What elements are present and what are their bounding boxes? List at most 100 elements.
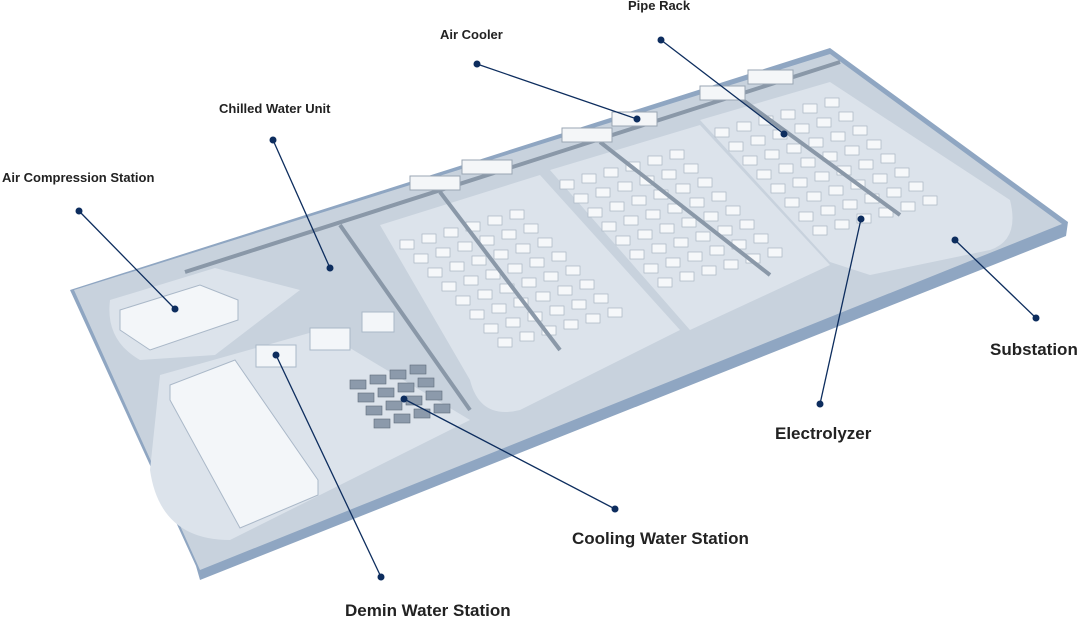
electrolyzer-unit [543,271,559,282]
electrolyzer-unit [844,145,860,156]
electrolyzer-unit [717,225,733,236]
electrolyzer-unit [427,267,443,278]
electrolyzer-unit [455,295,471,306]
electrolyzer-unit [647,155,663,166]
label-air-cooler: Air Cooler [440,27,503,42]
electrolyzer-unit [798,211,814,222]
electrolyzer-unit [497,337,513,348]
air-cooler-leader-line [476,63,638,120]
electrolyzer-units [399,97,938,348]
electrolyzer-unit [559,179,575,190]
electrolyzer-unit [479,235,495,246]
cooling-tower-cell [417,377,435,388]
electrolyzer-unit [549,305,565,316]
chilled-water-unit-target-dot [326,264,334,272]
electrolyzer-unit [784,197,800,208]
cooling-tower-cell [425,390,443,401]
electrolyzer-unit [756,169,772,180]
label-pipe-rack: Pipe Rack [628,0,691,13]
electrolyzer-unit [441,281,457,292]
electrolyzer-unit [487,215,503,226]
electrolyzer-unit [723,259,739,270]
electrolyzer-unit [900,201,916,212]
electrolyzer-unit [697,177,713,188]
electrolyzer-unit [493,249,509,260]
electrolyzer-unit [607,307,623,318]
label-cooling-water-station: Cooling Water Station [572,529,749,548]
electrolyzer-unit [645,209,661,220]
electrolyzer-unit [505,317,521,328]
electrolyzer-unit [609,201,625,212]
electrolyzer-unit [736,121,752,132]
electrolyzer-unit [659,223,675,234]
electrolyzer-unit [802,103,818,114]
cooling-water-units [349,364,451,429]
electrolyzer-unit [537,237,553,248]
demin-building-2 [309,327,351,351]
electrolyzer-unit [675,183,691,194]
demin-water-station-marker-dot [377,573,385,581]
electrolyzer-unit [519,331,535,342]
electrolyzer-unit [820,205,836,216]
electrolyzer-unit [681,217,697,228]
label-air-compression-station: Air Compression Station [2,170,155,185]
electrolyzer-unit [842,199,858,210]
electrolyzer-unit [665,257,681,268]
electrolyzer-unit [709,245,725,256]
electrolyzer-unit [435,247,451,258]
substation-marker-dot [1032,314,1040,322]
zone-electrolyzer-2 [550,125,830,330]
electrolyzer-unit [551,251,567,262]
electrolyzer-unit [808,137,824,148]
cooling-tower-cell [377,387,395,398]
electrolyzer-unit [739,219,755,230]
air-cooler-marker-dot [473,60,481,68]
electrolyzer-leader-line [819,218,862,405]
electrolyzer-unit [657,277,673,288]
electrolyzer-marker-dot [816,400,824,408]
electrolyzer-unit [812,225,828,236]
electrolyzer-unit [477,289,493,300]
electrolyzer-unit [830,131,846,142]
electrolyzer-unit [725,205,741,216]
electrolyzer-unit [471,255,487,266]
electrolyzer-unit [872,173,888,184]
electrolyzer-unit [535,291,551,302]
electrolyzer-unit [643,263,659,274]
electrolyzer-unit [687,251,703,262]
cooling-tower-cell [389,369,407,380]
electrolyzer-unit [814,171,830,182]
warehouse-building [169,359,319,529]
electrolyzer-unit [866,139,882,150]
electrolyzer-unit [443,227,459,238]
electrolyzer-unit [689,197,705,208]
electrolyzer-unit [669,149,685,160]
electrolyzer-unit [523,223,539,234]
substation-target-dot [951,236,959,244]
electrolyzer-unit [521,277,537,288]
cooling-tower-cell [385,400,403,411]
electrolyzer-unit [507,263,523,274]
cooling-water-station-target-dot [400,395,408,403]
electrolyzer-unit [714,127,730,138]
electrolyzer-unit [764,149,780,160]
cooling-tower-cell [373,418,391,429]
electrolyzer-unit [750,135,766,146]
electrolyzer-unit [673,237,689,248]
electrolyzer-unit [463,275,479,286]
cooling-tower-cell [409,364,427,375]
cooling-water-station-leader-line [403,398,616,510]
electrolyzer-unit [800,157,816,168]
electrolyzer-unit [587,207,603,218]
electrolyzer-unit [623,215,639,226]
electrolyzer-unit [593,293,609,304]
electrolyzer-unit [711,191,727,202]
air-cooler-target-dot [633,115,641,123]
electrolyzer-unit [770,183,786,194]
electrolyzer-unit [834,219,850,230]
electrolyzer-unit [922,195,938,206]
electrolyzer-unit [728,141,744,152]
label-chilled-water-unit: Chilled Water Unit [219,101,331,116]
air-compression-station-target-dot [171,305,179,313]
demin-water-station-leader-line [275,354,382,578]
